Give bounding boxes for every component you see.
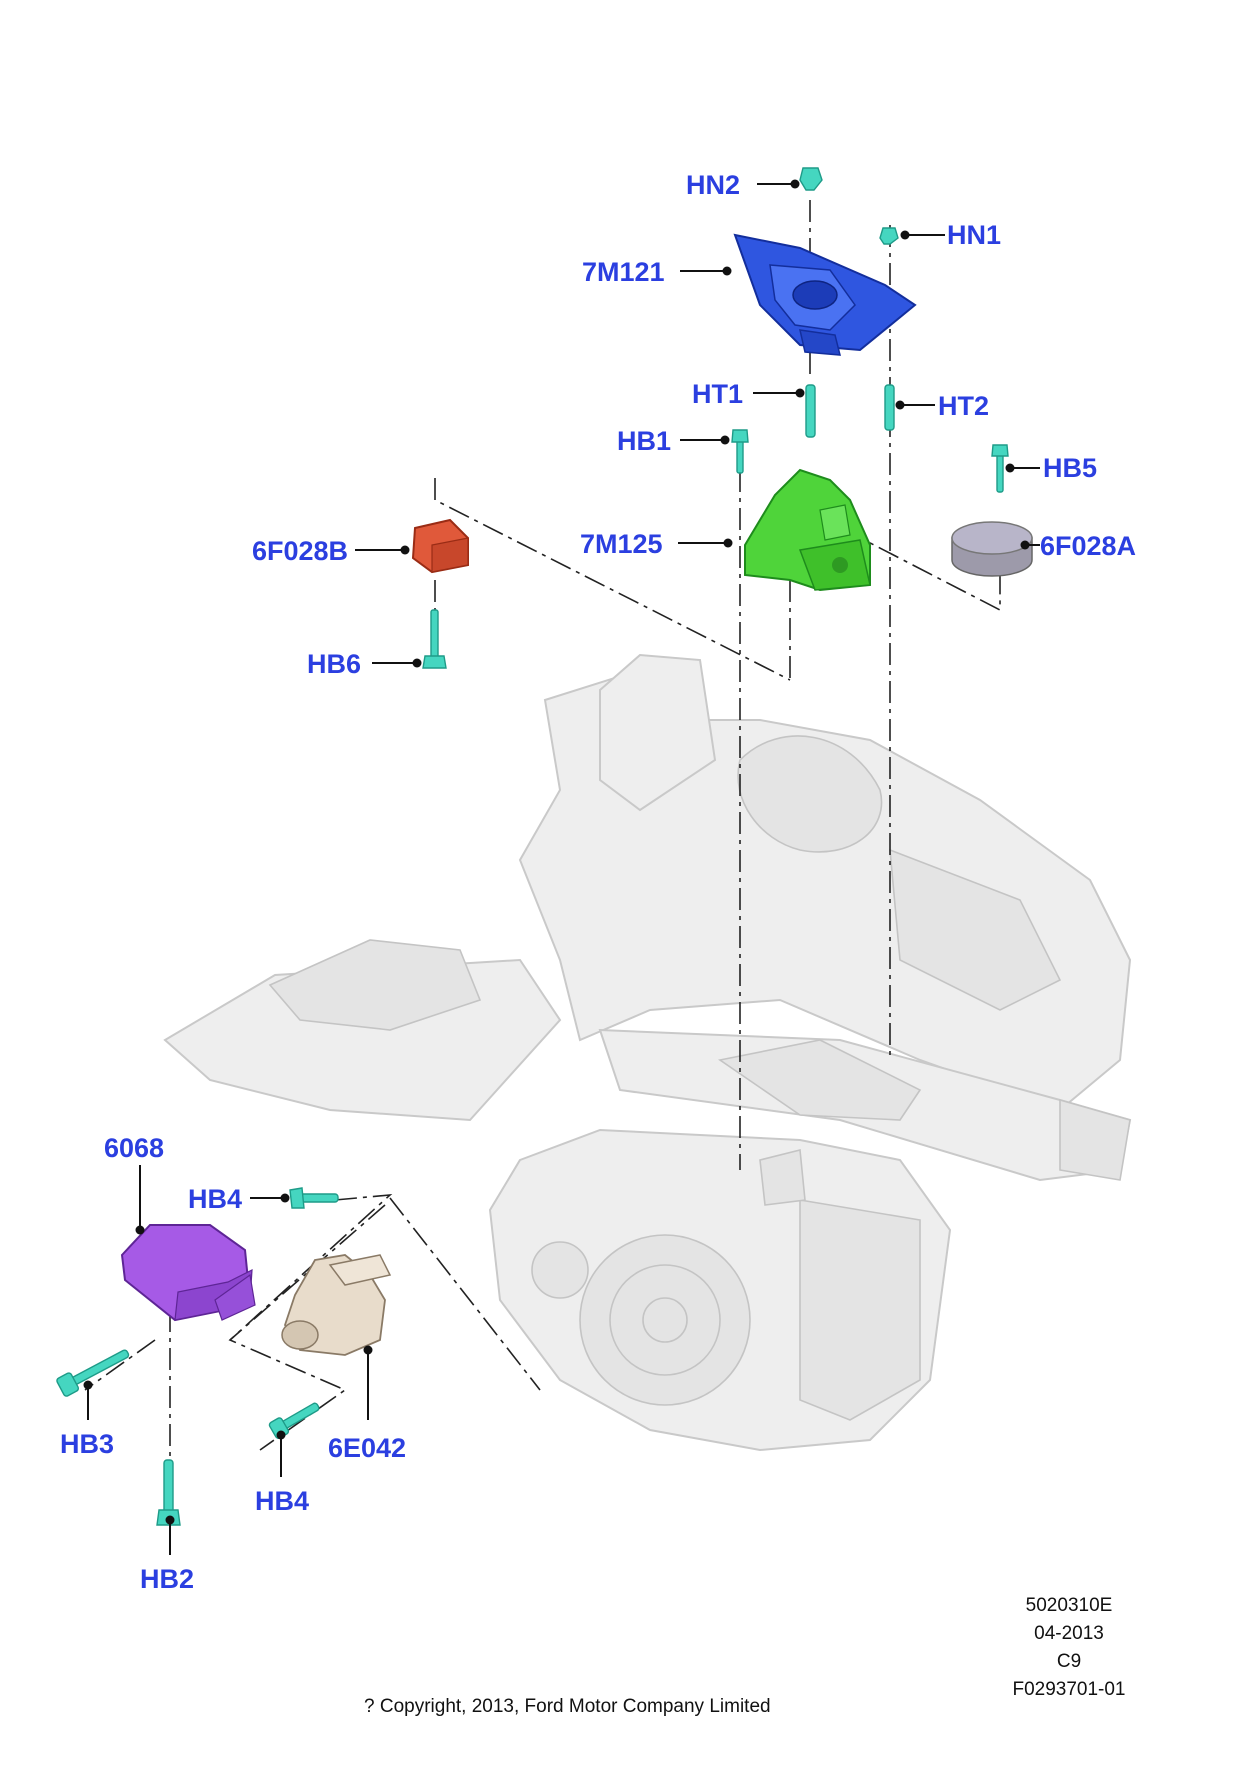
label-ht2: HT2 [938, 391, 989, 421]
vehicle-subframe-ghost [163, 653, 1132, 1452]
bolt-hb2-icon [163, 1459, 174, 1516]
label-hn1: HN1 [947, 220, 1001, 250]
bolt-hb4-top-icon [299, 1193, 339, 1203]
mount-bracket-6e042 [281, 1254, 392, 1356]
drawing-reference-block: 5020310E 04-2013 C9 F0293701-01 [1012, 1595, 1125, 1700]
engine-mount-7m121 [733, 233, 917, 356]
insulator-6f028a [951, 521, 1033, 577]
label-ht1: HT1 [692, 379, 743, 409]
engine-mount-bracket-7m125 [744, 468, 871, 592]
stud-ht2-icon [884, 384, 895, 431]
engine-mount-6068 [120, 1224, 256, 1322]
label-6f028b: 6F028B [252, 536, 348, 566]
label-hb4-bottom: HB4 [255, 1486, 309, 1516]
nut-hn2-icon [799, 167, 823, 191]
label-7m125: 7M125 [580, 529, 663, 559]
assembly-centerlines [84, 200, 1001, 1460]
label-hb6: HB6 [307, 649, 361, 679]
label-hb2: HB2 [140, 1564, 194, 1594]
bolt-hb4-bottom-icon [268, 1402, 320, 1440]
label-hb5: HB5 [1043, 453, 1097, 483]
ref-line-3: C9 [1057, 1651, 1081, 1672]
label-7m121: 7M121 [582, 257, 665, 287]
callout-leaders [83, 179, 1040, 1555]
bolt-hb5-icon [996, 451, 1004, 493]
nut-hn1-icon [879, 227, 899, 245]
stud-ht1-icon [805, 384, 816, 438]
label-hn2: HN2 [686, 170, 740, 200]
label-6e042: 6E042 [328, 1433, 406, 1463]
insulator-6f028b [411, 518, 469, 574]
ref-line-4: F0293701-01 [1012, 1679, 1125, 1700]
bolt-hb1-icon [736, 437, 744, 474]
label-hb4-top: HB4 [188, 1184, 242, 1214]
ref-line-2: 04-2013 [1034, 1623, 1104, 1644]
label-6068: 6068 [104, 1133, 164, 1163]
ref-line-1: 5020310E [1026, 1595, 1113, 1616]
bolt-hb6-icon [430, 609, 439, 661]
fasteners [56, 167, 1009, 1526]
label-hb1: HB1 [617, 426, 671, 456]
callout-labels: HN2 HN1 7M121 HT1 HT2 HB1 HB5 6F028B 7M1… [60, 170, 1136, 1594]
label-6f028a: 6F028A [1040, 531, 1136, 561]
copyright-notice: ? Copyright, 2013, Ford Motor Company Li… [364, 1696, 771, 1717]
label-hb3: HB3 [60, 1429, 114, 1459]
bolt-hb3-icon [56, 1349, 130, 1397]
